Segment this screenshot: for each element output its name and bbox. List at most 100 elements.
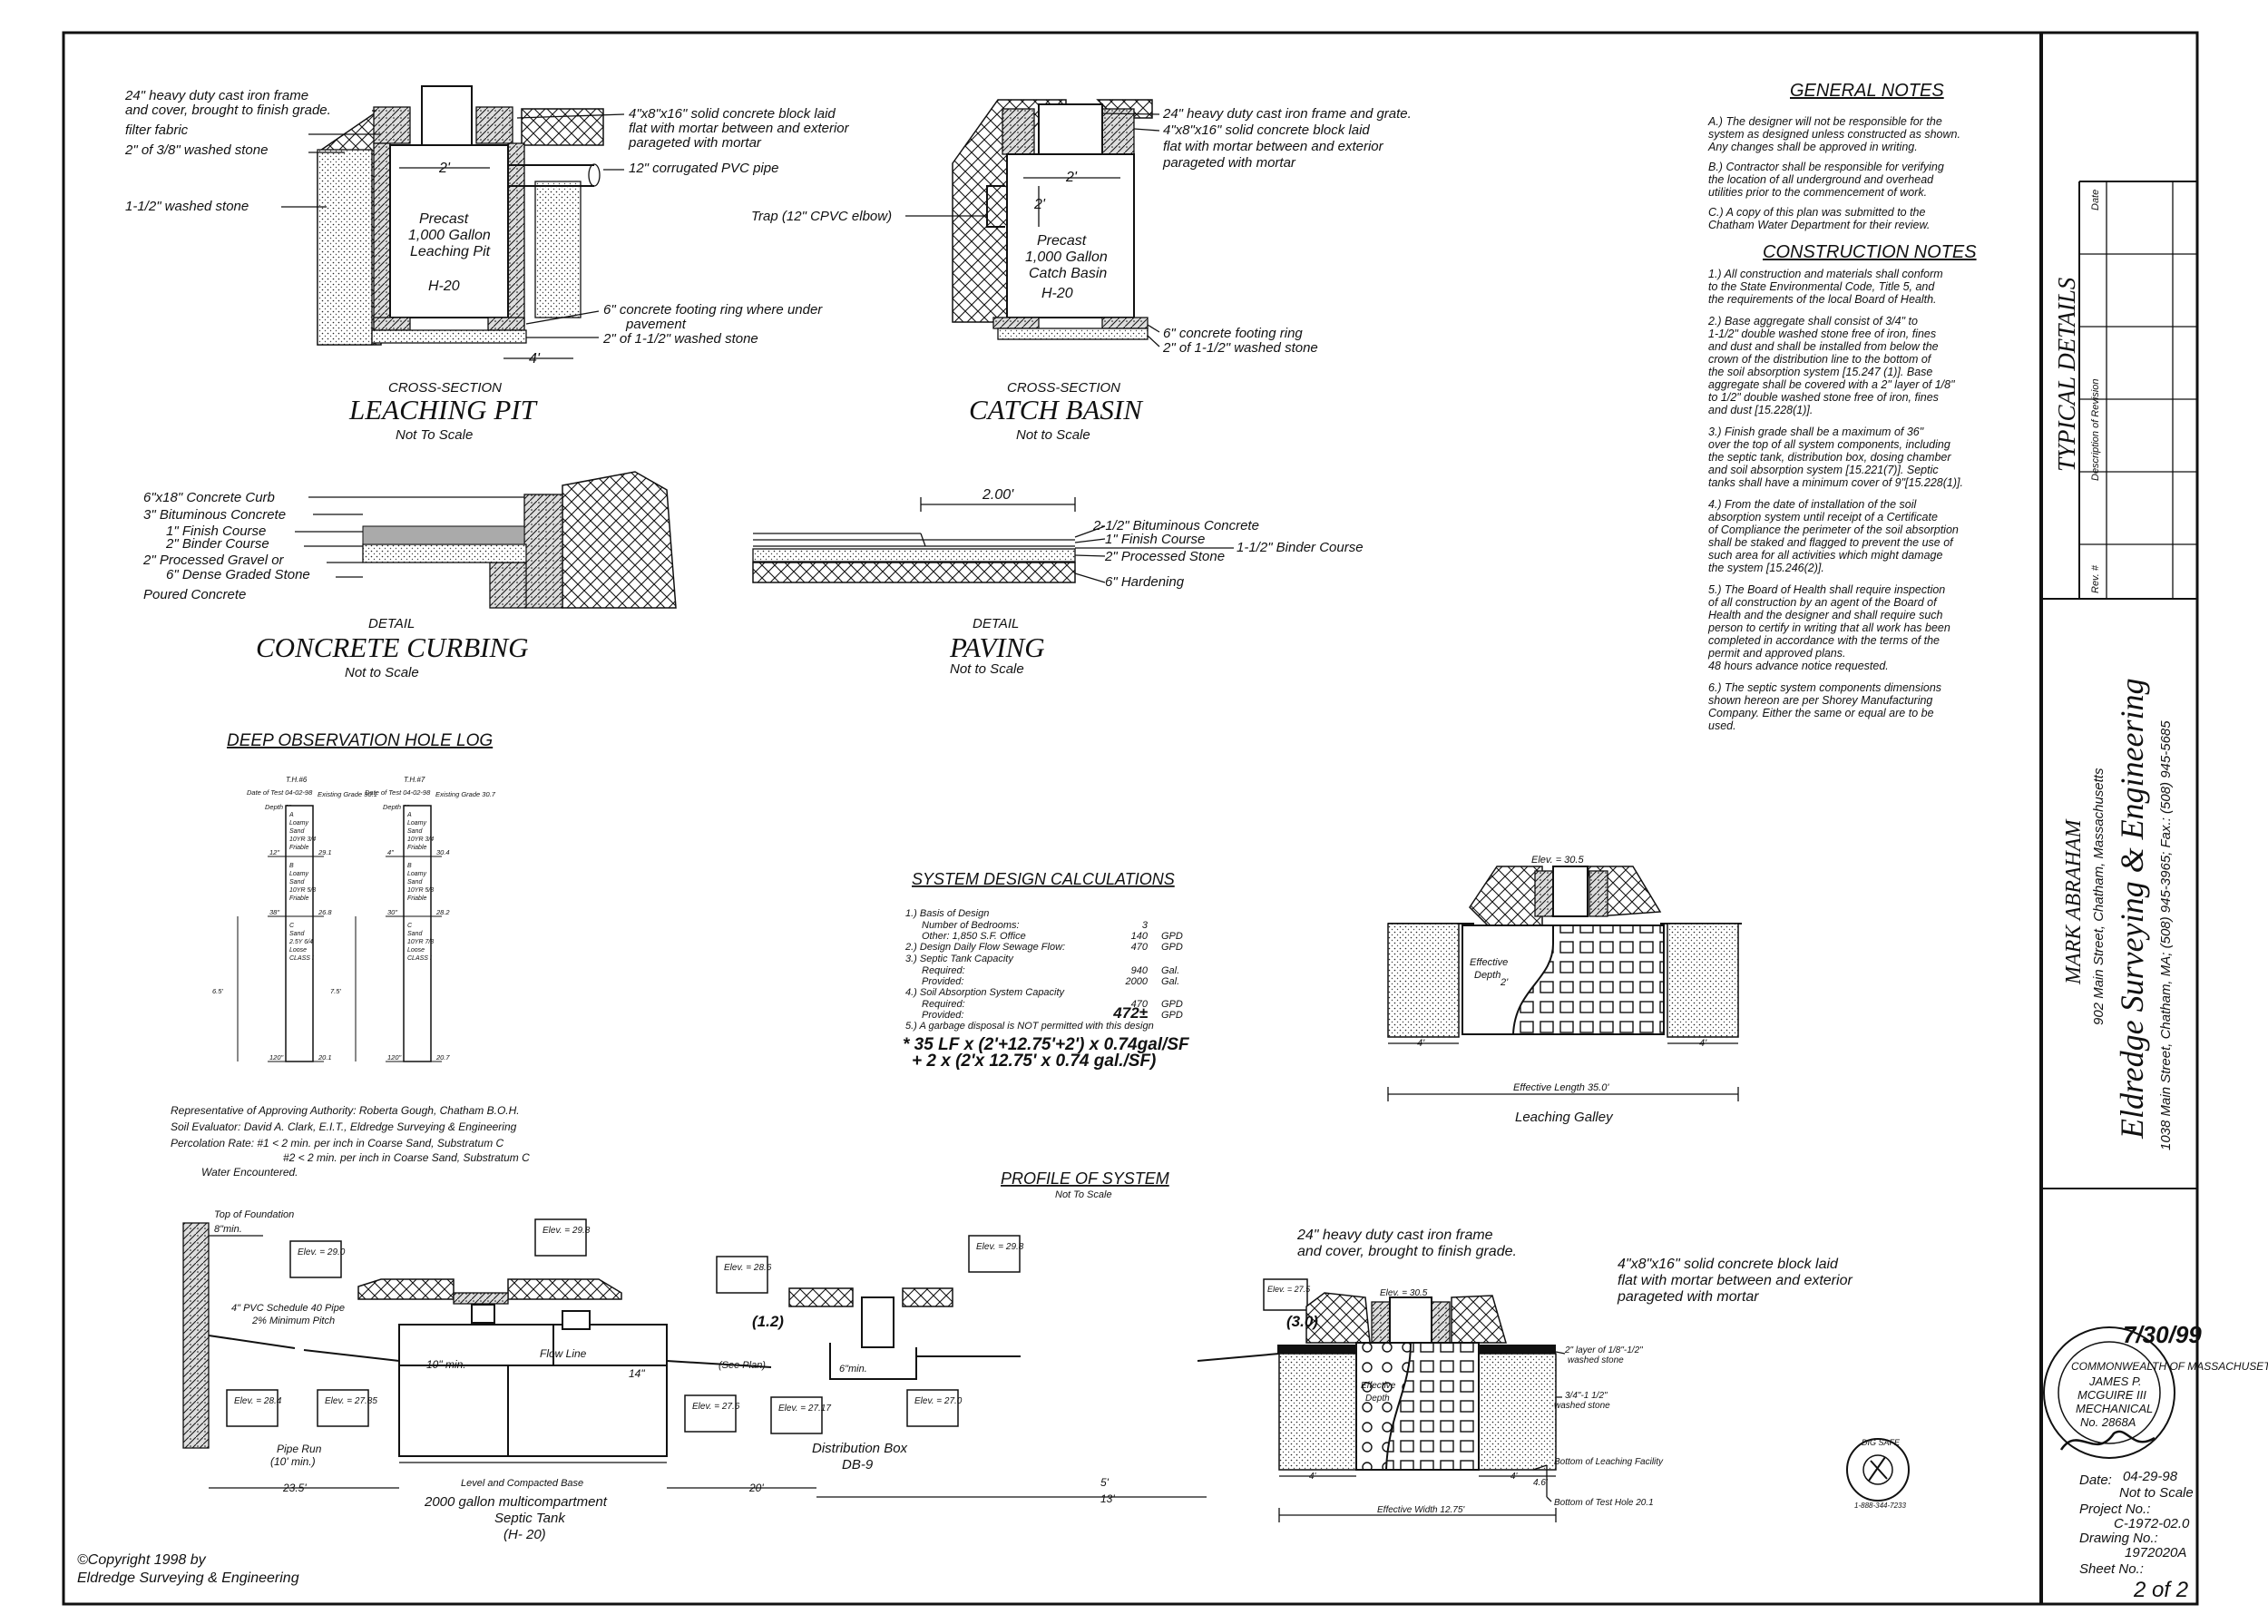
cn-4-2: absorption system until receipt of a Cer… — [1708, 511, 1938, 523]
hole-log-text: Existing Grade 30.7 — [435, 790, 496, 798]
cn-3-5: tanks shall have a minimum cover of 9"[1… — [1708, 476, 1963, 489]
cn-1-3: the requirements of the local Board of H… — [1708, 293, 1937, 306]
elevation-box — [226, 1389, 279, 1427]
hole-log-text: 30" — [387, 908, 397, 916]
calc-label: Provided: — [922, 1010, 963, 1021]
cb-right-1: 24" heavy duty cast iron frame and grate… — [1162, 106, 1412, 122]
cn-6-2: shown hereon are per Shorey Manufacturin… — [1708, 694, 1932, 707]
cn-1-2: to the State Environmental Code, Title 5… — [1708, 280, 1935, 293]
cn-2-7: to 1/2" double washed stone free of iron… — [1708, 391, 1939, 404]
gn-a-3: Any changes shall be approved in writing… — [1707, 141, 1918, 153]
elevation-box — [289, 1240, 342, 1278]
profile-pipe-2: 2% Minimum Pitch — [251, 1316, 335, 1326]
elevation-box — [317, 1389, 369, 1427]
paving-label-2: 1" Finish Course — [1105, 532, 1205, 547]
galley-eff-1: Effective — [1470, 957, 1508, 968]
cn-5-1: 5.) The Board of Health shall require in… — [1708, 583, 1945, 596]
digsafe-1: DIG SAFE — [1862, 1438, 1901, 1447]
construction-notes: CONSTRUCTION NOTES 1.) All construction … — [1707, 242, 1977, 732]
sheet-title: TYPICAL DETAILS — [2053, 277, 2080, 472]
sheet-label: Sheet No.: — [2079, 1561, 2144, 1577]
paving-label-4: 2" Processed Stone — [1104, 549, 1225, 564]
curb-caption: CONCRETE CURBING — [256, 631, 529, 663]
profile-see-plan: (See Plan) — [719, 1360, 766, 1371]
elevation-text: Elev. = 27.5 — [1267, 1285, 1311, 1294]
calc-unit: Gal. — [1161, 976, 1179, 987]
cn-4-6: the system [15.246(2)]. — [1708, 562, 1824, 574]
lp-caption-small: CROSS-SECTION — [388, 380, 502, 396]
profile-pipe-1: 4" PVC Schedule 40 Pipe — [231, 1303, 345, 1314]
cn-2-6: aggregate shall be covered with a 2" lay… — [1708, 378, 1955, 391]
cb-caption-small: CROSS-SECTION — [1007, 380, 1120, 396]
cb-inner-4: H-20 — [1041, 286, 1073, 301]
profile-base: Level and Compacted Base — [461, 1478, 583, 1489]
cb-dim-side: 2' — [1033, 197, 1046, 212]
cn-6-4: used. — [1708, 719, 1736, 732]
paving-dim: 2.00' — [982, 487, 1014, 503]
curb-scale: Not to Scale — [345, 665, 419, 680]
client-address: 902 Main Street, Chatham, Massachusetts — [2091, 768, 2107, 1025]
elevation-box — [716, 1256, 768, 1294]
gn-b-2: the location of all underground and over… — [1708, 173, 1934, 186]
soil-layer-text: CLASS I — [407, 955, 432, 962]
paving-scale: Not to Scale — [950, 661, 1024, 677]
cn-4-1: 4.) From the date of installation of the… — [1708, 498, 1918, 511]
curb-label-5: 2" Processed Gravel or — [142, 553, 285, 568]
hole-log-text: 26.8 — [318, 908, 332, 916]
cb-trap: Trap (12" CPVC elbow) — [751, 209, 892, 224]
gp-stone2-2: washed stone — [1554, 1401, 1610, 1411]
calc-label: Required: — [922, 999, 965, 1010]
soil-layer-text: Loamy — [407, 871, 427, 877]
soil-layer-text: CLASS I — [289, 955, 314, 962]
gp-eff-2: Depth — [1365, 1394, 1390, 1404]
gp-stone1-2: washed stone — [1568, 1355, 1624, 1365]
hole-log-text: Depth 0" — [265, 803, 291, 811]
galley-dim-4b: 4' — [1699, 1038, 1707, 1049]
profile-min8: 8"min. — [214, 1224, 242, 1235]
hole-log-text: 12" — [269, 848, 279, 856]
galley-length: Effective Length 35.0' — [1513, 1082, 1609, 1093]
hole-log-text: 20.7 — [435, 1053, 450, 1061]
hole-log-text: 28.2 — [435, 908, 450, 916]
galley-dim-4a: 4' — [1417, 1038, 1425, 1049]
elevation-box — [1263, 1278, 1308, 1311]
gn-a-1: A.) The designer will not be responsible… — [1707, 115, 1942, 128]
project-label: Project No.: — [2079, 1502, 2150, 1517]
cn-2-4: crown of the distribution line to the bo… — [1708, 353, 1932, 366]
paving-caption: PAVING — [949, 631, 1045, 663]
curb-label-2: 3" Bituminous Concrete — [143, 507, 286, 523]
elevation-text: Elev. = 27.85 — [325, 1396, 377, 1406]
elevation-box — [534, 1218, 587, 1257]
lp-label-3: filter fabric — [125, 122, 189, 138]
calc-label: Provided: — [922, 976, 963, 987]
cn-5-2: of all construction by an agent of the B… — [1708, 596, 1938, 609]
calc-label: Number of Bedrooms: — [922, 920, 1020, 931]
profile-min10: 10" min. — [426, 1358, 466, 1371]
curb-label-3: 1" Finish Course — [166, 523, 266, 539]
drawing-value: 1972020A — [2125, 1545, 2186, 1560]
svg-text:2" layer of 1/8"-1/2"washed st: 2" layer of 1/8"-1/2"washed stone — [1564, 1345, 1643, 1365]
galley-elev: Elev. = 30.5 — [1531, 855, 1584, 866]
svg-text:Pipe Run(10' min.): Pipe Run(10' min.) — [270, 1443, 322, 1468]
soil-layer-text: Loose — [407, 947, 425, 954]
gp-elev-dev: Elev. = 30.5 — [1380, 1288, 1428, 1298]
soil-layer-text: Loamy — [407, 820, 427, 827]
soil-layer-text: Loose — [289, 947, 307, 954]
dh-footer-4: #2 < 2 min. per inch in Coarse Sand, Sub… — [283, 1151, 530, 1164]
galley-eff-2: Depth — [1474, 970, 1501, 981]
dh-footer-1: Representative of Approving Authority: R… — [171, 1104, 520, 1117]
paving-label-3: 1-1/2" Binder Course — [1237, 540, 1364, 555]
soil-layer-text: Sand — [289, 931, 305, 937]
hole-log-text: 29.1 — [318, 848, 332, 856]
